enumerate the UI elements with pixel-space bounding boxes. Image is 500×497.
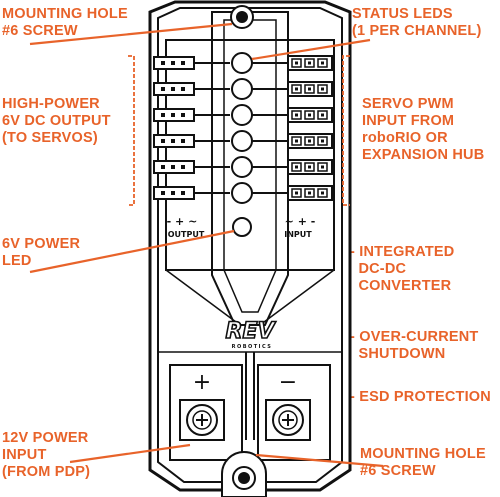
device-body [148, 0, 352, 492]
screw-positive-icon [179, 399, 225, 441]
output-label: OUTPUT [168, 230, 205, 239]
input-pin-core [295, 87, 298, 91]
leader-power-led [29, 229, 235, 274]
output-pin-symbols: - + ~ [167, 215, 198, 228]
output-pin [161, 139, 165, 143]
negative-symbol: − [279, 370, 297, 395]
leader-mounting-top [29, 22, 233, 46]
output-pin [181, 139, 185, 143]
input-pin-core [308, 61, 311, 65]
status-led-icon [231, 78, 253, 100]
output-pin [161, 61, 165, 65]
output-pin [161, 87, 165, 91]
output-pin [181, 61, 185, 65]
leader-12v-input [69, 443, 191, 464]
input-pin-core [321, 191, 324, 195]
label-high-power-output: HIGH-POWER 6V DC OUTPUT (TO SERVOS) [2, 96, 111, 146]
input-pin-core [295, 139, 298, 143]
label-power-led: 6V POWER LED [2, 236, 81, 269]
input-pin-core [295, 61, 298, 65]
leader-status-leds [251, 38, 371, 61]
output-pin [171, 165, 175, 169]
terminal-negative [257, 364, 331, 461]
input-pin-core [295, 165, 298, 169]
label-over-current: - OVER-CURRENT SHUTDOWN [350, 329, 479, 362]
output-bracket [128, 55, 135, 206]
input-label: INPUT [284, 230, 312, 239]
label-mounting-hole-top: MOUNTING HOLE #6 SCREW [2, 6, 128, 39]
output-pin [181, 87, 185, 91]
input-pin-core [295, 113, 298, 117]
output-pin [181, 191, 185, 195]
positive-symbol: + [193, 370, 211, 395]
status-led-icon [231, 182, 253, 204]
output-pin [181, 165, 185, 169]
input-pin-core [321, 139, 324, 143]
input-pin-core [321, 87, 324, 91]
rev-logo-sub: ROBOTICS [232, 344, 273, 350]
status-led-icon [231, 130, 253, 152]
output-pin [161, 113, 165, 117]
label-servo-pwm-input: SERVO PWM INPUT FROM roboRIO OR EXPANSIO… [362, 96, 485, 163]
power-led-icon [232, 217, 252, 237]
output-pin [171, 139, 175, 143]
status-led-icon [231, 52, 253, 74]
input-pin-core [321, 165, 324, 169]
input-pin-core [308, 165, 311, 169]
mounting-hole-bottom-icon [221, 451, 267, 497]
label-12v-input: 12V POWER INPUT (FROM PDP) [2, 430, 91, 480]
input-bracket [342, 55, 350, 206]
output-pin [171, 191, 175, 195]
output-pin [171, 87, 175, 91]
input-pin-symbols: ~ + - [285, 215, 316, 228]
output-pin [161, 191, 165, 195]
input-pin-core [308, 113, 311, 117]
output-pin [171, 61, 175, 65]
input-pin-core [308, 87, 311, 91]
input-pin-core [295, 191, 298, 195]
output-pin [181, 113, 185, 117]
input-pin-core [308, 191, 311, 195]
output-pin [171, 113, 175, 117]
input-pin-core [321, 113, 324, 117]
output-pin [161, 165, 165, 169]
input-pin-core [321, 61, 324, 65]
label-esd-protection: - ESD PROTECTION [350, 389, 491, 405]
label-mounting-hole-bottom: MOUNTING HOLE #6 SCREW [360, 446, 486, 479]
screw-negative-icon [265, 399, 311, 441]
status-led-icon [231, 156, 253, 178]
leader-mounting-bottom [255, 453, 384, 468]
channel-rows [153, 52, 333, 204]
terminal-positive [169, 364, 243, 461]
input-pin-core [308, 139, 311, 143]
status-led-icon [231, 104, 253, 126]
label-status-leds: STATUS LEDS (1 PER CHANNEL) [352, 6, 482, 39]
mounting-hole-top-icon [230, 5, 254, 29]
label-dc-dc-converter: - INTEGRATED DC-DC CONVERTER [350, 244, 455, 294]
rev-logo: REV [226, 319, 277, 344]
